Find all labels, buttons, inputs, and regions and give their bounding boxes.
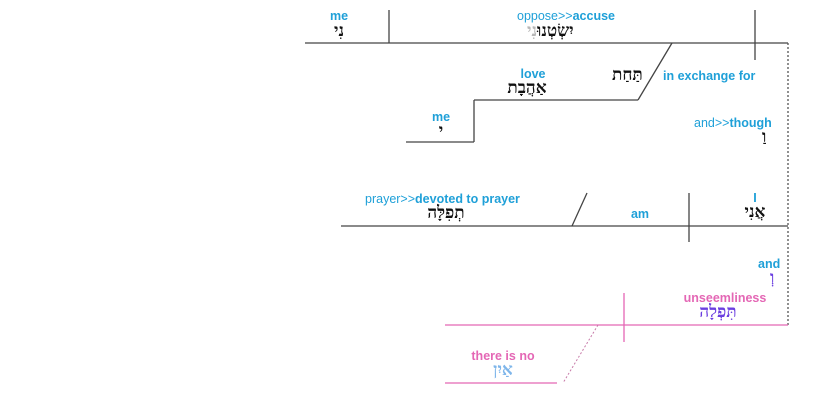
clause3-subject-hebrew: תִּפְלָה (699, 302, 737, 322)
conjunction1-gloss-main: though (729, 116, 772, 130)
preposition-hebrew: תַּחַת (612, 65, 643, 85)
clause1-prep-slant (637, 42, 673, 101)
negation-hebrew: אַיִן (493, 360, 513, 380)
possessor-gloss: me (431, 110, 451, 124)
predicate-hebrew: תְפִלָּה (427, 203, 465, 223)
clause1-verb-gloss: oppose>>accuse (517, 9, 615, 23)
clause1-verb-hebrew: יִשְׂטְנוּנִי (527, 22, 574, 40)
conjunction2-hebrew: וְ (770, 268, 775, 288)
negation-gloss: there is no (471, 349, 535, 363)
clause1-verb-gloss-main: accuse (572, 9, 616, 23)
object-hebrew: אַהֲבָת (507, 78, 547, 98)
predicate-gloss-pre: prayer>> (365, 192, 416, 206)
clause1-subject-hebrew: נִי (334, 21, 344, 41)
clause1-subject-gloss: me (329, 9, 349, 23)
clause2-subject-hebrew: אֲנִי (744, 202, 766, 222)
clause1-verb-hebrew-suffix: נִי (527, 21, 537, 41)
object-gloss: love (520, 67, 546, 81)
clause2-predicate-slant (571, 192, 588, 227)
predicate-gloss: prayer>>devoted to prayer (365, 192, 520, 206)
clause2-subject-gloss: I (753, 191, 757, 205)
conjunction1-gloss-pre: and>> (694, 116, 730, 130)
possessor-hebrew: י (438, 121, 444, 141)
conjunction1-hebrew: וַ (762, 127, 767, 147)
clause1-verb-gloss-pre: oppose>> (517, 9, 573, 23)
preposition-gloss: in exchange for (663, 69, 756, 83)
clause3-subject-gloss: unseemliness (683, 291, 767, 305)
conjunction1-gloss: and>>though (694, 116, 772, 130)
predicate-gloss-main: devoted to prayer (415, 192, 520, 206)
clause3-negation-slant (562, 324, 599, 384)
clause2-verb-gloss: am (630, 207, 650, 221)
conjunction2-gloss: and (758, 257, 781, 271)
clause1-verb-hebrew-main: יִשְׂטְנוּ (537, 21, 574, 41)
